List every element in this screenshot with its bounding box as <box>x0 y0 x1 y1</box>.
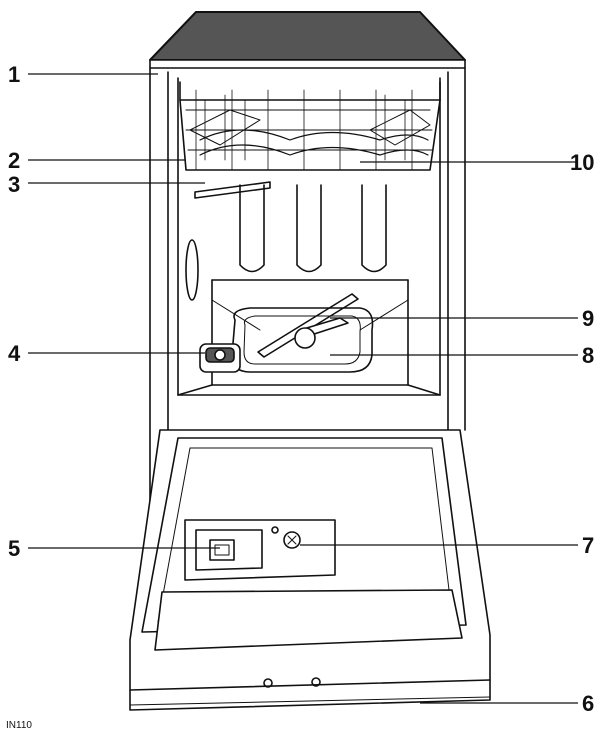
dish-fingers <box>239 184 387 273</box>
door-lower-flap <box>154 589 463 651</box>
detergent-dispenser <box>184 519 336 581</box>
worktop-edge <box>149 59 466 69</box>
callout-10: 10 <box>570 150 594 175</box>
figure-code: IN110 <box>6 720 32 731</box>
callout-5: 5 <box>8 536 20 561</box>
worktop <box>149 11 466 61</box>
inner-door-rail <box>185 239 199 301</box>
callout-8: 8 <box>582 343 594 368</box>
callout-2: 2 <box>8 148 20 173</box>
leader-lines <box>28 73 578 704</box>
callout-7: 7 <box>582 533 594 558</box>
callout-1: 1 <box>8 62 20 87</box>
upper-spray-arm <box>194 181 271 199</box>
callout-3: 3 <box>8 172 20 197</box>
lower-spray-arm <box>257 293 359 358</box>
callout-6: 6 <box>582 691 594 716</box>
callout-labels: 1 2 3 4 5 6 7 8 9 10 <box>8 62 594 716</box>
cup-rack <box>189 109 431 146</box>
salt-container-cap <box>199 343 241 373</box>
upper-basket <box>179 81 441 171</box>
callout-4: 4 <box>8 341 21 366</box>
tub-interior <box>177 77 441 396</box>
dishwasher-drawing <box>129 11 491 711</box>
callout-9: 9 <box>582 306 594 331</box>
